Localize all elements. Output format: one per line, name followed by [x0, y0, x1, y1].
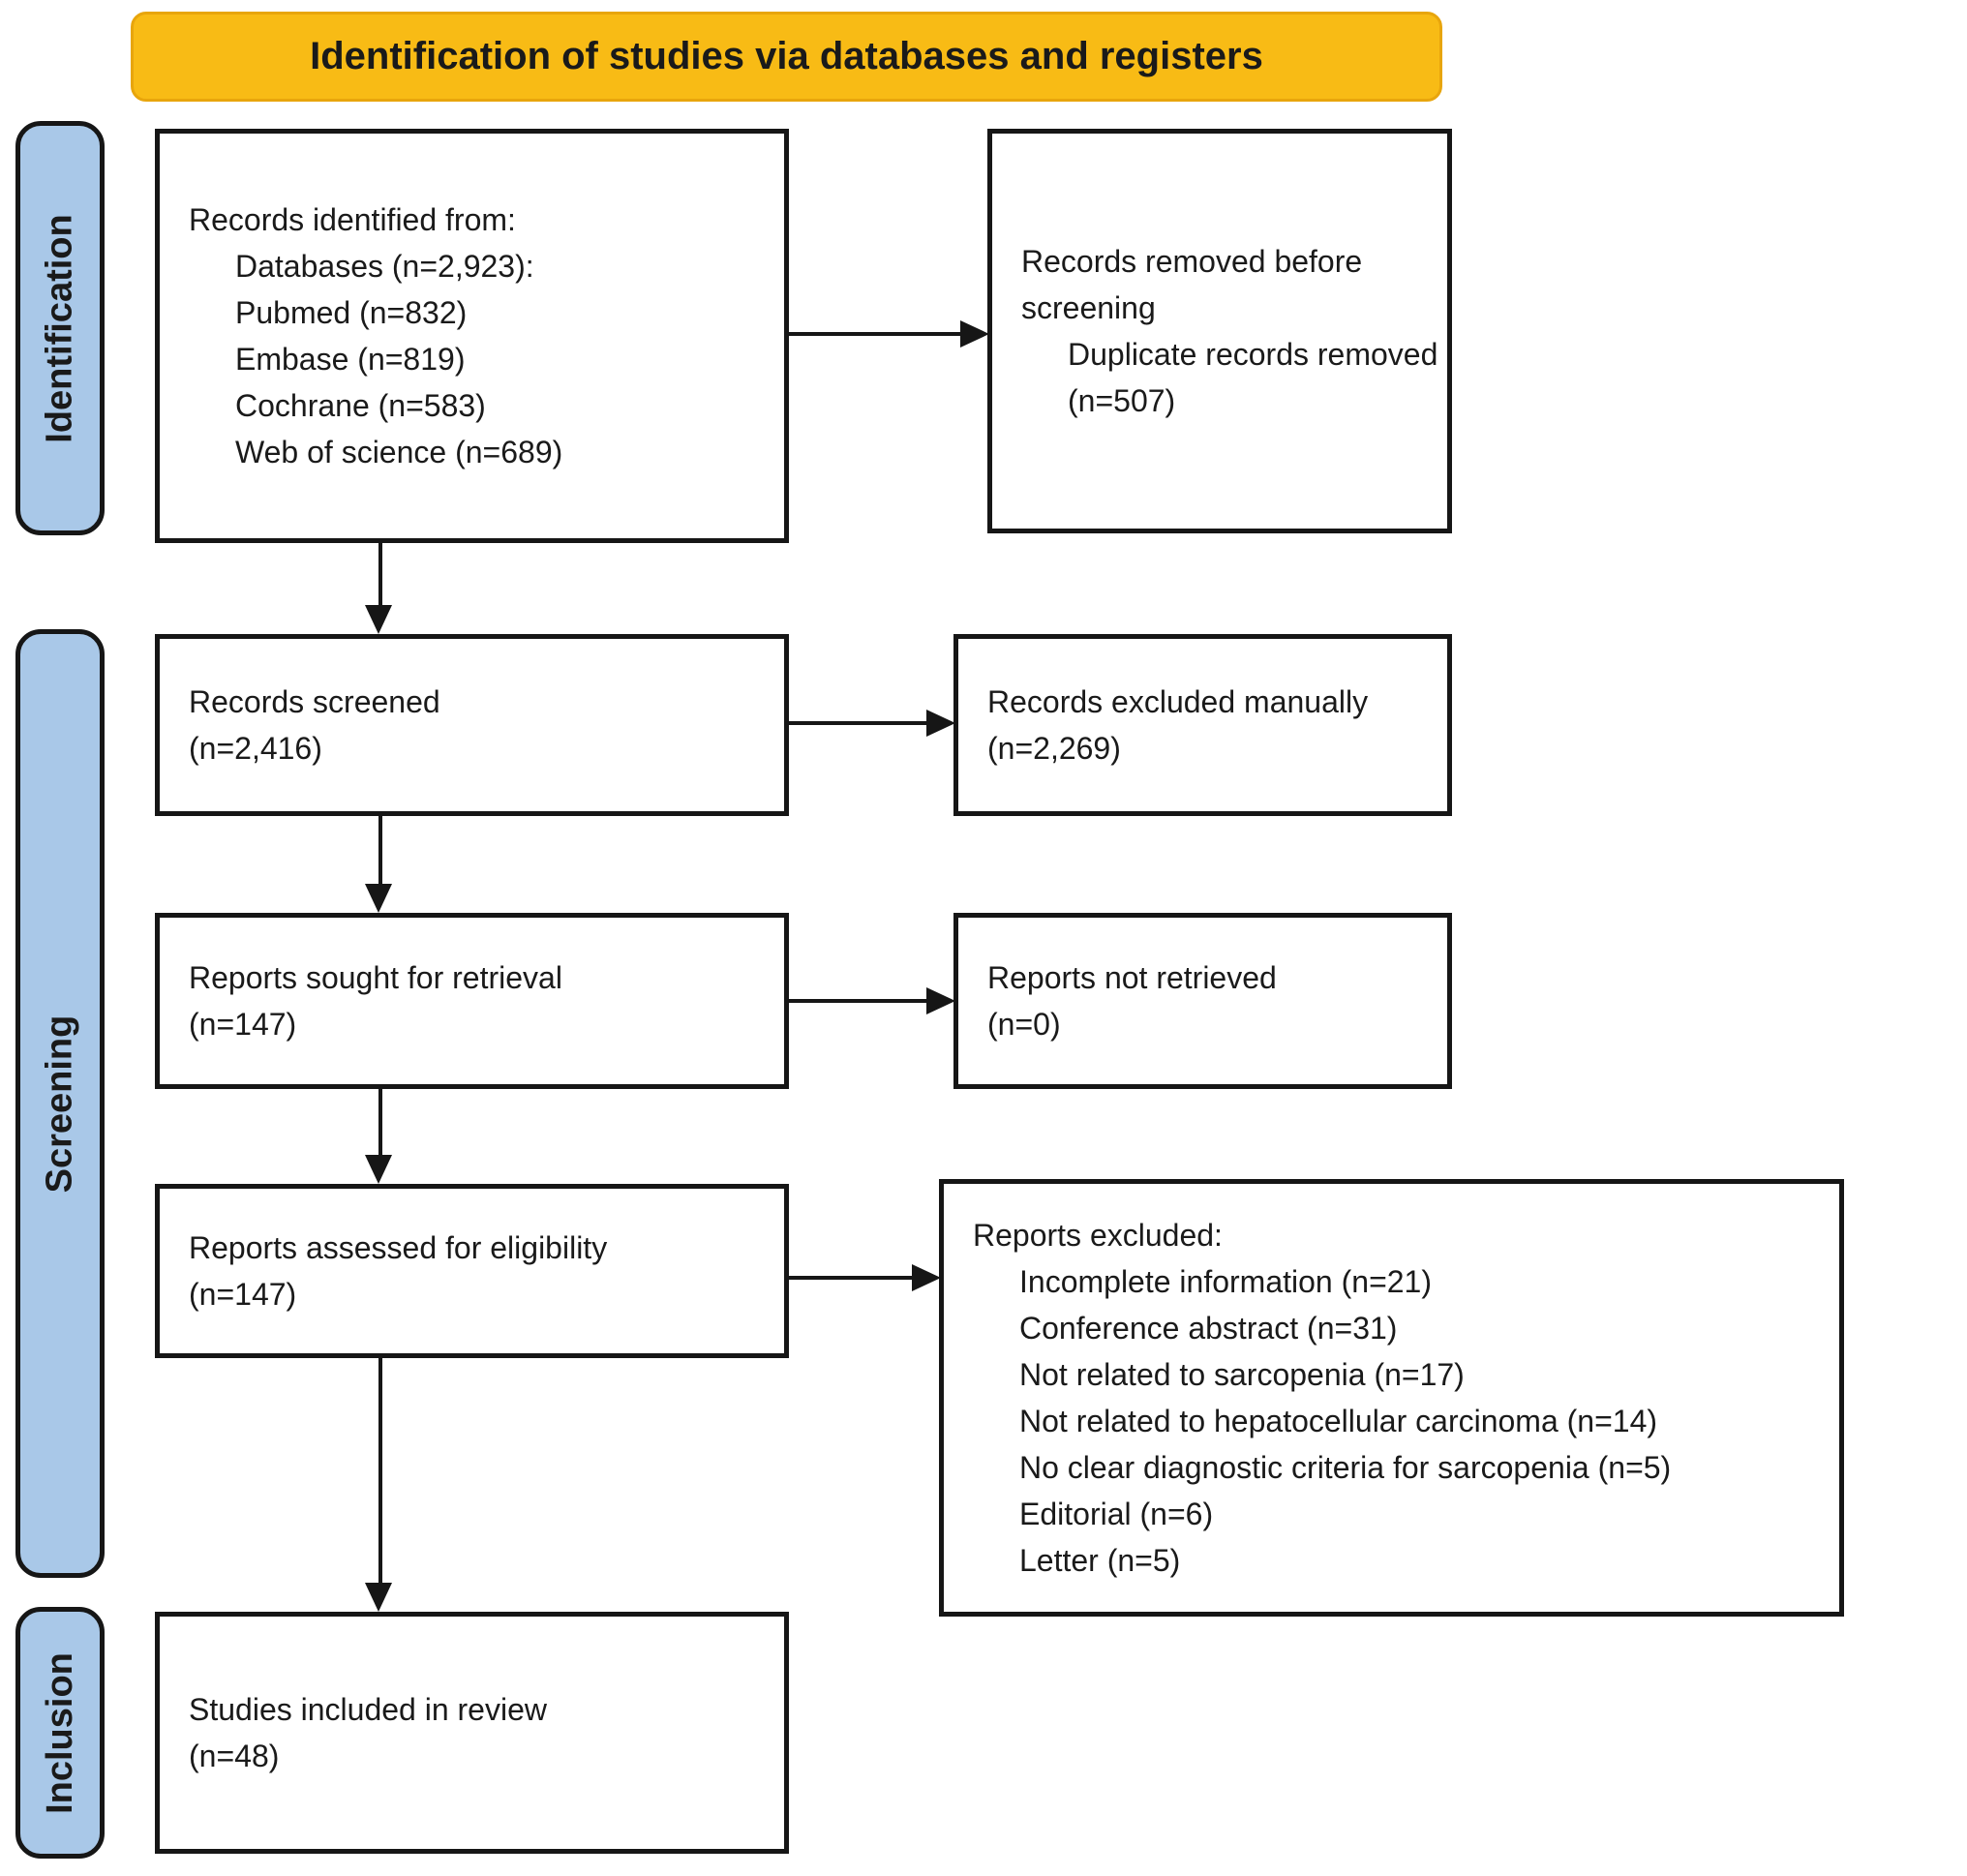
- box-records-excluded-manually: Records excluded manually (n=2,269): [953, 634, 1452, 816]
- title-banner: Identification of studies via databases …: [131, 12, 1442, 102]
- box-records-identified: Records identified from: Databases (n=2,…: [155, 129, 789, 543]
- box-line: Duplicate records removed: [1068, 337, 1438, 372]
- arrow-line: [378, 543, 382, 607]
- box-line: Not related to sarcopenia (n=17): [1019, 1357, 1465, 1392]
- arrow-line: [789, 1276, 912, 1280]
- box-line: Letter (n=5): [1019, 1543, 1181, 1578]
- box-reports-excluded: Reports excluded: Incomplete information…: [939, 1179, 1844, 1617]
- box-reports-sought: Reports sought for retrieval (n=147): [155, 913, 789, 1089]
- arrow-line: [378, 1089, 382, 1157]
- box-line: Editorial (n=6): [1019, 1497, 1214, 1531]
- box-line: Web of science (n=689): [235, 435, 563, 469]
- arrow-head: [365, 884, 392, 913]
- box-line: (n=2,269): [987, 731, 1121, 766]
- box-line: Reports assessed for eligibility: [189, 1230, 608, 1265]
- box-line: No clear diagnostic criteria for sarcope…: [1019, 1450, 1672, 1485]
- arrow-line: [789, 721, 926, 725]
- box-line: Records excluded manually: [987, 684, 1369, 719]
- box-reports-assessed: Reports assessed for eligibility (n=147): [155, 1184, 789, 1358]
- arrow-head: [960, 320, 989, 348]
- box-records-screened: Records screened (n=2,416): [155, 634, 789, 816]
- stage-label-inclusion: Inclusion: [15, 1607, 105, 1859]
- box-line: Embase (n=819): [235, 342, 466, 377]
- diagram-title: Identification of studies via databases …: [310, 35, 1263, 77]
- box-line: Pubmed (n=832): [235, 295, 468, 330]
- stage-label-identification-text: Identification: [39, 213, 80, 443]
- box-line: (n=147): [189, 1007, 297, 1042]
- arrow-head: [365, 1583, 392, 1612]
- stage-label-identification: Identification: [15, 121, 105, 535]
- box-line: Reports excluded:: [973, 1218, 1223, 1253]
- box-line: Not related to hepatocellular carcinoma …: [1019, 1404, 1658, 1438]
- arrow-line: [378, 1358, 382, 1585]
- box-studies-included: Studies included in review (n=48): [155, 1612, 789, 1854]
- arrow-head: [365, 1155, 392, 1184]
- box-line: (n=0): [987, 1007, 1061, 1042]
- box-line: Records removed before: [1021, 244, 1363, 279]
- box-line: (n=147): [189, 1277, 297, 1312]
- box-line: Databases (n=2,923):: [235, 249, 534, 284]
- stage-label-screening-text: Screening: [39, 1014, 80, 1193]
- stage-label-inclusion-text: Inclusion: [39, 1651, 80, 1814]
- box-line: Conference abstract (n=31): [1019, 1311, 1398, 1346]
- arrow-head: [912, 1264, 941, 1291]
- arrow-line: [789, 332, 960, 336]
- box-line: Records screened: [189, 684, 440, 719]
- box-line: (n=2,416): [189, 731, 322, 766]
- box-line: Records identified from:: [189, 202, 516, 237]
- stage-label-screening: Screening: [15, 629, 105, 1578]
- box-reports-not-retrieved: Reports not retrieved (n=0): [953, 913, 1452, 1089]
- box-records-removed: Records removed before screening Duplica…: [987, 129, 1452, 533]
- box-line: Incomplete information (n=21): [1019, 1264, 1432, 1299]
- box-line: (n=48): [189, 1739, 280, 1773]
- box-line: screening: [1021, 290, 1156, 325]
- box-line: Reports not retrieved: [987, 960, 1277, 995]
- arrow-head: [926, 710, 955, 737]
- box-line: Studies included in review: [189, 1692, 547, 1727]
- arrow-head: [365, 605, 392, 634]
- arrow-line: [378, 816, 382, 886]
- arrow-head: [926, 987, 955, 1014]
- box-line: Reports sought for retrieval: [189, 960, 562, 995]
- box-line: Cochrane (n=583): [235, 388, 486, 423]
- arrow-line: [789, 999, 926, 1003]
- box-line: (n=507): [1068, 383, 1176, 418]
